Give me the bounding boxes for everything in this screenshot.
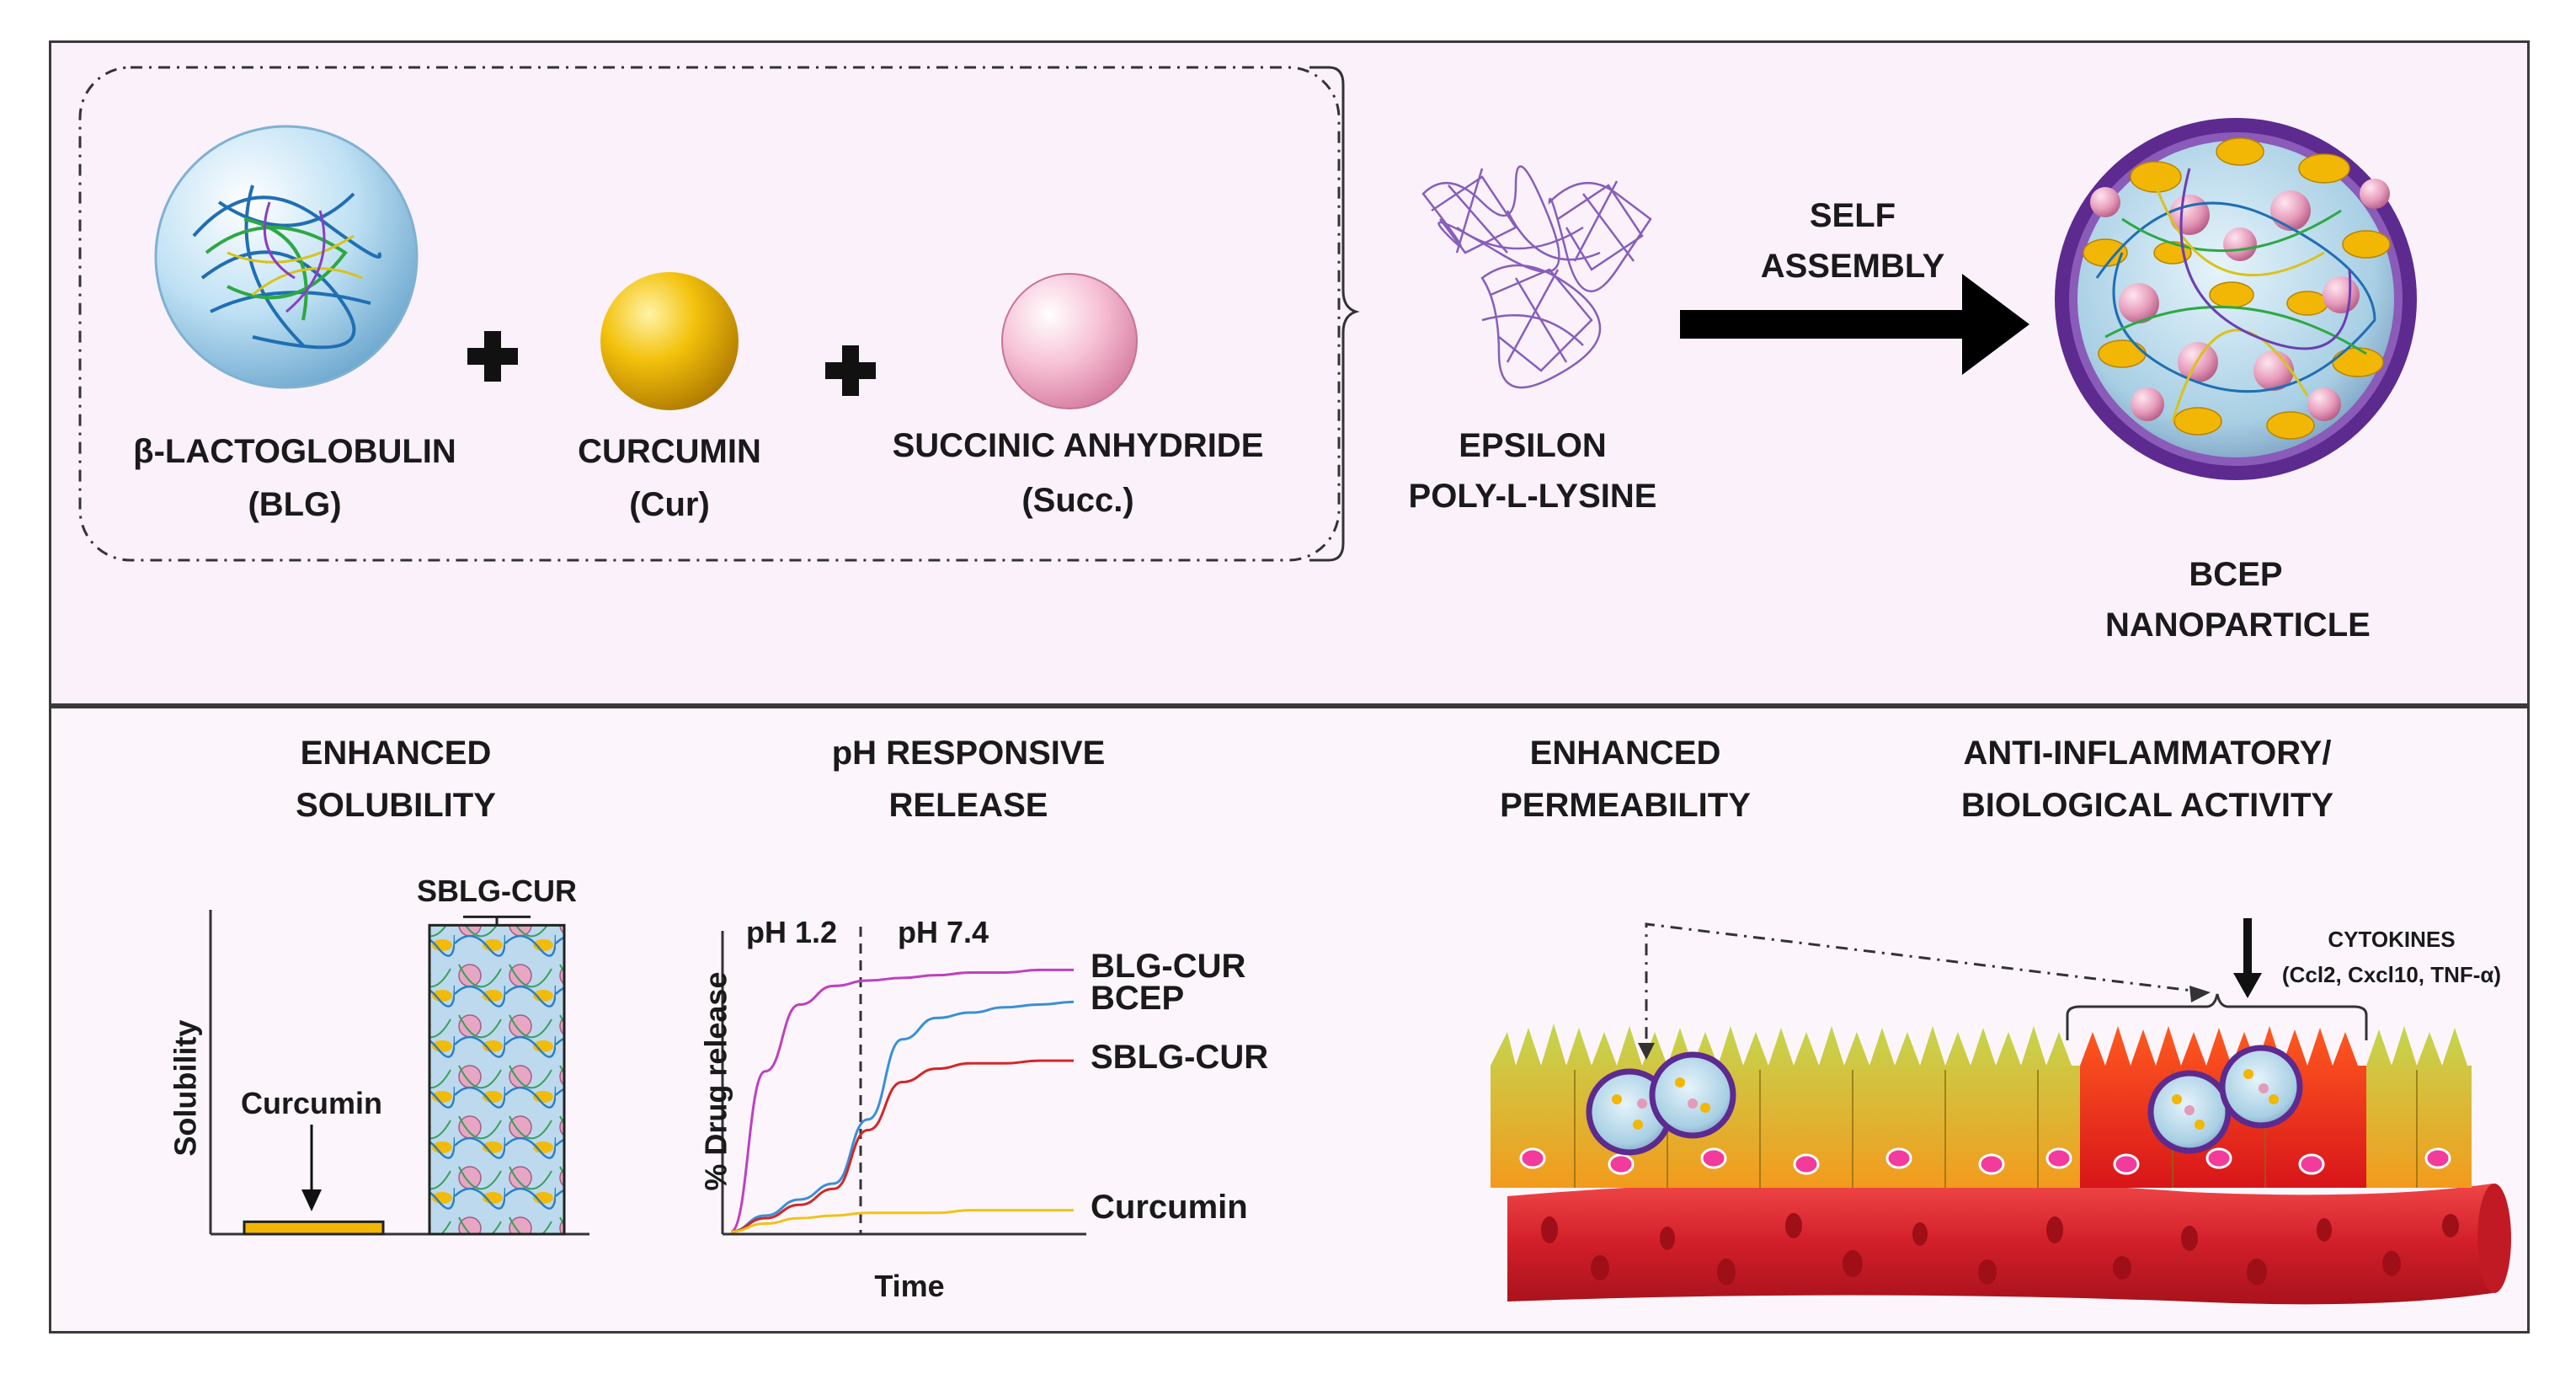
series-line-curcumin — [730, 1209, 1074, 1233]
epsilon-poly-l-lysine-label-line1: EPSILON — [1459, 427, 1607, 464]
ph-responsive-release-title-line1: pH RESPONSIVE — [831, 735, 1106, 772]
series-label-sblg-cur: SBLG-CUR — [1091, 1039, 1269, 1077]
region-label-ph-7-4: pH 7.4 — [897, 915, 989, 949]
curcumin-abbreviation: (Cur) — [629, 486, 710, 523]
bcep-nanoparticle — [2055, 118, 2417, 480]
solubility-chart — [209, 910, 589, 1236]
enhanced-solubility-title-line1: ENHANCED — [300, 735, 492, 772]
series-label-bcep: BCEP — [1091, 980, 1185, 1018]
self-assembly-arrow — [1680, 274, 2029, 375]
bar-sblg-cur — [428, 923, 566, 1236]
plus-icon — [825, 345, 876, 396]
succinic-anhydride-abbreviation: (Succ.) — [1021, 482, 1134, 519]
blg-abbreviation: (BLG) — [248, 486, 342, 523]
enhanced-solubility-title-line2: SOLUBILITY — [296, 787, 496, 824]
vessel-opening — [2477, 1184, 2511, 1293]
epsilon-poly-l-lysine-structure — [1421, 165, 1652, 389]
enhanced-permeability-title-line2: PERMEABILITY — [1500, 787, 1751, 824]
bar-curcumin — [243, 1220, 385, 1236]
cytokines-down-arrow-icon — [2233, 918, 2262, 998]
series-label-blg-cur: BLG-CUR — [1091, 948, 1246, 986]
series-line-bcep — [730, 1000, 1075, 1233]
succinic-anhydride-label: SUCCINIC ANHYDRIDE — [892, 427, 1264, 464]
region-label-ph-1-2: pH 1.2 — [745, 915, 838, 949]
enhanced-permeability-title-line1: ENHANCED — [1529, 735, 1721, 772]
series-line-blg-cur — [730, 968, 1074, 1233]
series-line-sblg-cur — [730, 1059, 1074, 1233]
bcep-label-line2: NANOPARTICLE — [2105, 607, 2371, 644]
intestinal-tissue-illustration — [1491, 918, 2511, 1305]
arrow-head-icon — [1638, 1043, 1655, 1060]
release-x-axis-label: Time — [874, 1269, 945, 1303]
category-label-curcumin: Curcumin — [240, 1086, 382, 1120]
blg-label: β-LACTOGLOBULIN — [133, 433, 456, 470]
solubility-y-axis-label: Solubility — [168, 1019, 203, 1157]
inflamed-region-brace — [2066, 993, 2368, 1040]
drug-release-chart — [721, 927, 1086, 1236]
arrow-head-icon — [2189, 986, 2211, 1002]
ph-responsive-release-title-line2: RELEASE — [888, 787, 1048, 824]
epsilon-poly-l-lysine-label-line2: POLY-L-LYSINE — [1408, 478, 1657, 515]
series-label-curcumin: Curcumin — [1091, 1188, 1248, 1226]
bracket — [1309, 66, 1360, 562]
anti-inflammatory-title-line1: ANTI-INFLAMMATORY/ — [1963, 735, 2332, 772]
permeation-path — [1645, 922, 2207, 1049]
blg-sphere — [154, 125, 419, 389]
plus-icon — [467, 331, 518, 382]
category-label-sblg-cur: SBLG-CUR — [417, 874, 577, 909]
reactants-dashed-box — [78, 66, 1341, 562]
self-assembly-label-line1: SELF — [1809, 197, 1896, 234]
anti-inflammatory-title-line2: BIOLOGICAL ACTIVITY — [1960, 787, 2334, 824]
cytokines-label-line1: CYTOKINES — [2328, 927, 2456, 952]
cytokines-label-line2: (Ccl2, Cxcl10, TNF-α) — [2281, 962, 2502, 987]
down-arrow-icon — [301, 1125, 322, 1211]
error-bar — [463, 915, 531, 926]
nanoparticle-on-tissue — [1586, 1045, 2303, 1156]
curcumin-label: CURCUMIN — [578, 433, 761, 470]
blood-vessel — [1507, 1180, 2504, 1305]
bcep-label-line1: BCEP — [2189, 556, 2283, 593]
succinic-anhydride-sphere — [1001, 273, 1138, 409]
release-y-axis-label: % Drug release — [698, 971, 733, 1191]
curcumin-sphere — [600, 272, 739, 410]
self-assembly-label-line2: ASSEMBLY — [1760, 248, 1945, 285]
cell-nuclei — [1519, 1147, 2451, 1175]
red-blood-cells — [1541, 1213, 2459, 1285]
